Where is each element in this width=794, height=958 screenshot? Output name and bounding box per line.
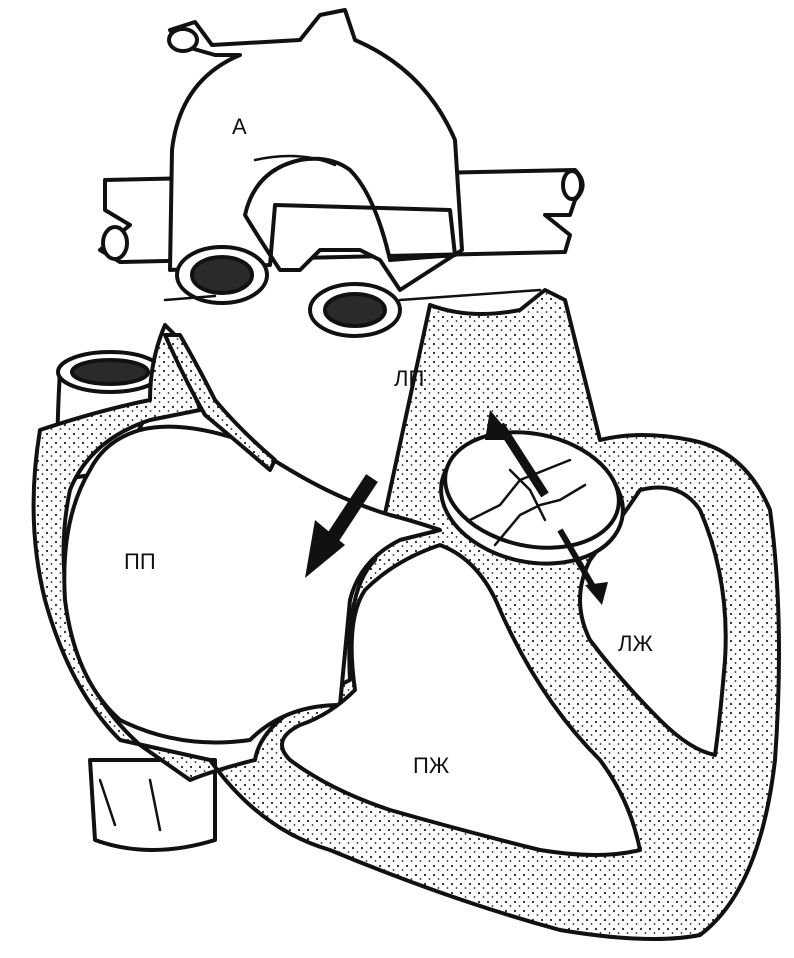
label-right-atrium: ПП <box>124 549 156 574</box>
label-aorta: А <box>232 114 247 139</box>
label-left-atrium: ЛП <box>394 366 424 391</box>
label-right-ventricle: ПЖ <box>413 753 450 778</box>
label-left-ventricle: ЛЖ <box>618 631 653 656</box>
